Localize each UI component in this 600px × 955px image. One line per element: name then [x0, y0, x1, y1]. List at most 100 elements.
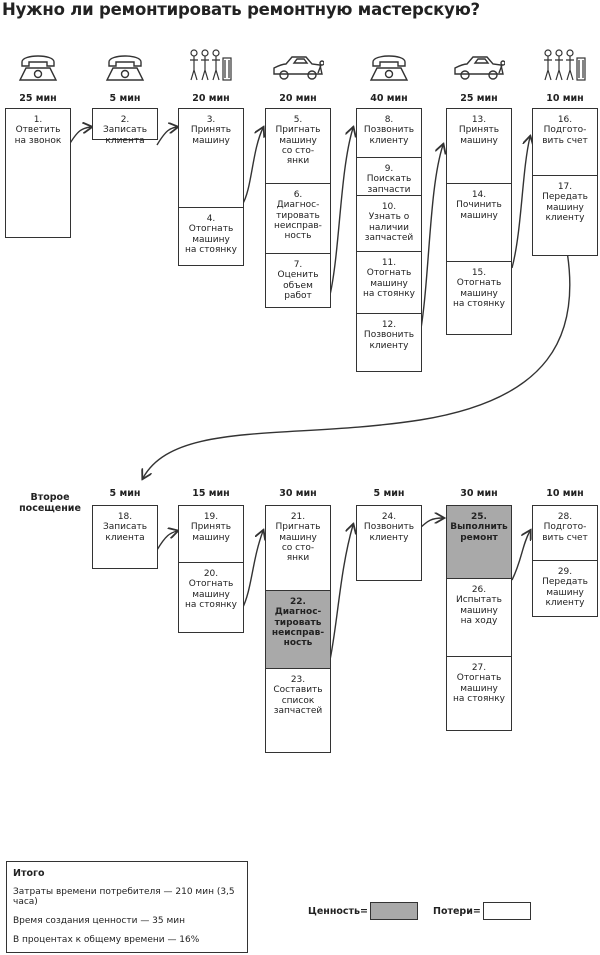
step-29: 29. Передать машину клиенту	[533, 560, 597, 616]
step-11: 11. Отогнать машину на стоянку	[357, 251, 421, 313]
step-12-text: 12. Позвонить клиенту	[363, 320, 415, 351]
step-5: 5. Пригнать машину со сто- янки	[266, 109, 330, 183]
step-2: 2. Записать клиента	[93, 109, 157, 146]
step-column: 2. Записать клиента	[92, 108, 158, 146]
step-21: 21. Пригнать машину со сто- янки	[266, 506, 330, 590]
step-3: 3. Принять машину	[179, 109, 243, 207]
step-28: 28. Подгото- вить счет	[533, 506, 597, 560]
arrow-20-21	[241, 531, 263, 610]
step-column: 28. Подгото- вить счет 29. Передать машин…	[532, 505, 598, 617]
step-6-text: 6. Диагнос- тировать неисправ- ность	[274, 190, 322, 242]
step-16: 16. Подгото- вить счет	[533, 109, 597, 175]
time-label: 30 мин	[460, 488, 498, 499]
legend-waste-swatch	[482, 902, 531, 920]
step-13-text: 13. Принять машину	[458, 115, 500, 146]
row1-col-1-telephone-icon	[105, 55, 145, 81]
step-1-text: 1. Ответить на звонок	[14, 115, 62, 146]
time-label: 20 мин	[279, 93, 317, 104]
step-column: 18. Записать клиента	[92, 505, 158, 569]
step-column: 25. Выполнить ремонт 26. Испытать машину …	[446, 505, 512, 731]
step-25-text: 25. Выполнить ремонт	[450, 512, 508, 543]
step-2-text: 2. Записать клиента	[102, 115, 148, 146]
step-15: 15. Отогнать машину на стоянку	[447, 261, 511, 334]
row1-col-4-telephone-icon	[369, 55, 409, 81]
summary-line-percent: В процентах к общему времени — 16%	[13, 935, 200, 945]
step-column: 5. Пригнать машину со сто- янки 6. Диагно…	[265, 108, 331, 308]
step-23: 23. Составить список запчастей	[266, 668, 330, 752]
step-22: 22. Диагнос- тировать неисправ- ность	[266, 590, 330, 668]
step-26: 26. Испытать машину на ходу	[447, 578, 511, 656]
step-17-text: 17. Передать машину клиенту	[542, 182, 588, 223]
summary-line-total: Затраты времени потребителя — 210 мин (3…	[13, 887, 235, 907]
time-label: 10 мин	[546, 93, 584, 104]
step-8-text: 8. Позвонить клиенту	[363, 115, 415, 146]
legend-value-label: Ценность=	[308, 905, 369, 917]
step-4-text: 4. Отогнать машину на стоянку	[184, 214, 238, 255]
step-15-text: 15. Отогнать машину на стоянку	[452, 268, 506, 309]
summary-box: Итого Затраты времени потребителя — 210 …	[6, 861, 248, 953]
step-1: 1. Ответить на звонок	[6, 109, 70, 237]
time-label: 15 мин	[192, 488, 230, 499]
step-23-text: 23. Составить список запчастей	[273, 675, 323, 716]
row1-col-6-mechanics-icon	[544, 49, 586, 81]
step-13: 13. Принять машину	[447, 109, 511, 183]
time-label: 25 мин	[460, 93, 498, 104]
step-22-text: 22. Диагнос- тировать неисправ- ность	[271, 597, 325, 649]
step-10: 10. Узнать о наличии запчастей	[357, 195, 421, 251]
step-11-text: 11. Отогнать машину на стоянку	[362, 258, 416, 299]
step-7: 7. Оценить объем работ	[266, 253, 330, 307]
step-column: 16. Подгото- вить счет 17. Передать машин…	[532, 108, 598, 256]
time-label: 5 мин	[373, 488, 405, 499]
step-24-text: 24. Позвонить клиенту	[363, 512, 415, 543]
step-10-text: 10. Узнать о наличии запчастей	[364, 202, 414, 243]
step-14-text: 14. Починить машину	[456, 190, 502, 221]
step-18: 18. Записать клиента	[93, 506, 157, 568]
page-title: Нужно ли ремонтировать ремонтную мастерс…	[2, 0, 480, 19]
step-28-text: 28. Подгото- вить счет	[542, 512, 588, 543]
step-3-text: 3. Принять машину	[190, 115, 232, 146]
arrow-18-19	[156, 531, 177, 551]
time-label: 25 мин	[19, 93, 57, 104]
step-column: 3. Принять машину 4. Отогнать машину на с…	[178, 108, 244, 266]
legend-value: Ценность=	[308, 902, 419, 920]
time-label: 5 мин	[109, 488, 141, 499]
legend-waste: Потери=	[433, 902, 531, 920]
time-label: 10 мин	[546, 488, 584, 499]
step-24: 24. Позвонить клиенту	[357, 506, 421, 580]
arrow-1-2	[68, 127, 91, 146]
step-27: 27. Отогнать машину на стоянку	[447, 656, 511, 730]
row1-col-0-telephone-icon	[18, 55, 58, 81]
step-7-text: 7. Оценить объем работ	[277, 260, 319, 301]
step-6: 6. Диагнос- тировать неисправ- ность	[266, 183, 330, 253]
step-29-text: 29. Передать машину клиенту	[542, 567, 588, 608]
step-16-text: 16. Подгото- вить счет	[542, 115, 588, 146]
summary-title: Итого	[13, 868, 45, 879]
arrow-25-28	[511, 531, 530, 581]
step-12: 12. Позвонить клиенту	[357, 313, 421, 371]
step-9: 9. Поискать запчасти	[357, 157, 421, 195]
arrow-17-18	[143, 239, 571, 478]
row1-col-3-car-repair-icon	[273, 56, 324, 80]
row1-col-5-car-repair-icon	[454, 56, 505, 80]
step-14: 14. Починить машину	[447, 183, 511, 261]
step-column: 8. Позвонить клиенту 9. Поискать запчасти…	[356, 108, 422, 372]
step-25: 25. Выполнить ремонт	[447, 506, 511, 578]
step-19: 19. Принять машину	[179, 506, 243, 562]
step-column: 1. Ответить на звонок	[5, 108, 71, 238]
step-21-text: 21. Пригнать машину со сто- янки	[275, 512, 321, 564]
time-label: 40 мин	[370, 93, 408, 104]
step-17: 17. Передать машину клиенту	[533, 175, 597, 255]
step-column: 13. Принять машину 14. Починить машину 15.…	[446, 108, 512, 335]
step-column: 24. Позвонить клиенту	[356, 505, 422, 581]
summary-line-value: Время создания ценности — 35 мин	[13, 916, 186, 926]
step-4: 4. Отогнать машину на стоянку	[179, 207, 243, 265]
time-label: 20 мин	[192, 93, 230, 104]
arrow-22-24	[329, 525, 353, 661]
legend-waste-label: Потери=	[433, 905, 481, 917]
legend-value-swatch	[370, 902, 419, 920]
second-visit-label: Второе посещение	[19, 492, 81, 514]
step-26-text: 26. Испытать машину на ходу	[456, 585, 502, 626]
step-column: 21. Пригнать машину со сто- янки 22. Диаг…	[265, 505, 331, 753]
